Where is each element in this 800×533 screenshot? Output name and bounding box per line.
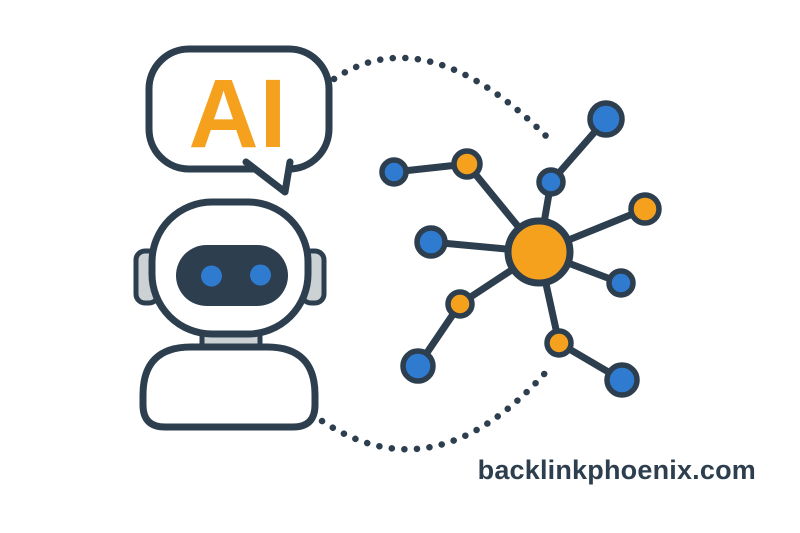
network-node-upper-left (451, 148, 483, 180)
network-node-lower-right (606, 268, 636, 298)
network-node-bottom-left (400, 348, 436, 384)
network-node-mid-left (414, 225, 448, 259)
network-node-bottom-right (604, 362, 640, 398)
network-node-lower-left (445, 289, 475, 319)
dotted-arc-top (330, 54, 555, 145)
network-node-bottom (544, 328, 574, 358)
speech-bubble: AI (145, 45, 333, 196)
network-node-top (536, 167, 566, 197)
speech-bubble-body (145, 45, 333, 173)
robot-visor (176, 245, 288, 306)
robot-eye-left (201, 265, 222, 287)
network-node-right (628, 192, 662, 226)
watermark-domain: backlinkphoenix.com (477, 455, 756, 485)
robot-body (139, 343, 319, 431)
network-graph (379, 100, 662, 398)
robot-eye-right (250, 264, 271, 286)
network-node-hub (504, 217, 574, 287)
network-node-far-left (379, 157, 409, 187)
ai-label: AI (189, 59, 288, 168)
speech-bubble-tail (242, 158, 294, 196)
robot-icon (133, 198, 327, 431)
network-node-top-right (587, 100, 625, 138)
dotted-arc-bottom (318, 368, 550, 453)
